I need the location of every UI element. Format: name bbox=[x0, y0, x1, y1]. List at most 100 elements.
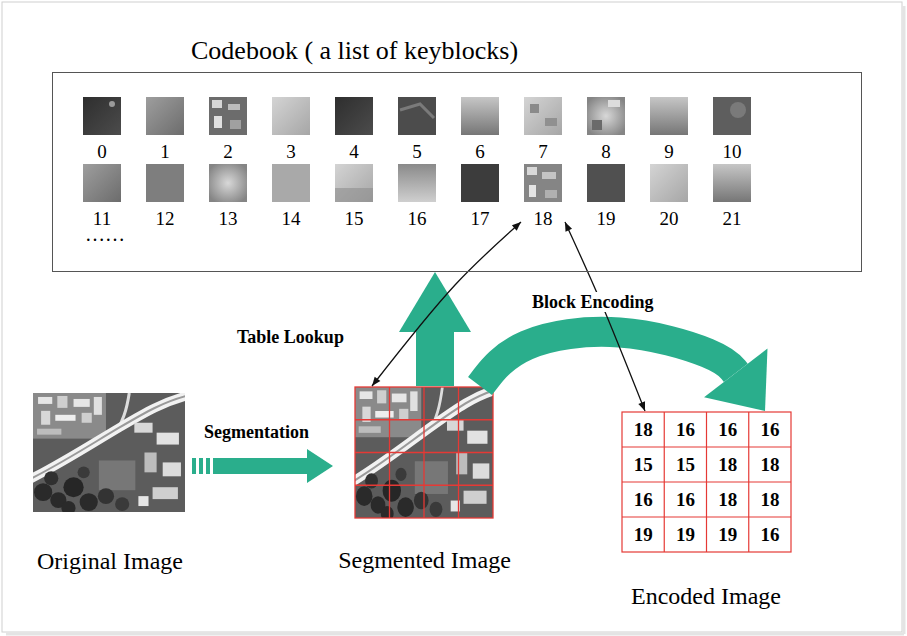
process-arrow bbox=[480, 332, 736, 386]
keyblock-number: 8 bbox=[601, 141, 611, 163]
code-cell: 15 bbox=[676, 454, 695, 475]
keyblock: 18 bbox=[521, 164, 565, 230]
keyblock-number: 9 bbox=[664, 141, 674, 163]
label-holder: 18 bbox=[760, 489, 779, 511]
code-table-grid bbox=[622, 412, 791, 552]
keyblock-number: 4 bbox=[349, 141, 359, 163]
label-holder: 18 bbox=[718, 489, 737, 511]
label-holder: 15 bbox=[676, 454, 695, 476]
label-holder: Segmentation bbox=[202, 421, 311, 443]
keyblock-number: 13 bbox=[219, 208, 238, 230]
keyblock: 10 bbox=[710, 97, 754, 163]
panel-title: Codebook ( a list of keyblocks) bbox=[191, 36, 518, 66]
code-cell: 16 bbox=[676, 489, 695, 510]
label-holder: 16 bbox=[760, 419, 779, 441]
label-holder: Table Lookup bbox=[235, 326, 346, 348]
code-cell: 18 bbox=[760, 489, 779, 510]
image-caption: Original Image bbox=[37, 547, 183, 575]
keyblock-number: 10 bbox=[723, 141, 742, 163]
keyblock: 7 bbox=[521, 97, 565, 163]
keyblock: 4 bbox=[332, 97, 376, 163]
lookup-link bbox=[565, 222, 645, 411]
arrow-label: Segmentation bbox=[202, 422, 311, 442]
keyblock-number: 15 bbox=[345, 208, 364, 230]
image-panel: Original Image bbox=[28, 392, 192, 577]
keyblock-number: 16 bbox=[408, 208, 427, 230]
keyblock: 6 bbox=[458, 97, 502, 163]
label-holder: 15 bbox=[634, 454, 653, 476]
label-holder: 18 bbox=[760, 454, 779, 476]
keyblock: 20 bbox=[647, 164, 691, 230]
image-caption: Segmented Image bbox=[338, 546, 511, 574]
keyblock-number: 18 bbox=[534, 208, 553, 230]
keyblock-number: 0 bbox=[97, 141, 107, 163]
process-arrow bbox=[192, 458, 307, 474]
keyblock: 21 bbox=[710, 164, 754, 230]
label-holder: 19 bbox=[676, 524, 695, 546]
code-cell: 18 bbox=[718, 489, 737, 510]
keyblock-number: 7 bbox=[538, 141, 548, 163]
label-holder: 18 bbox=[718, 454, 737, 476]
keyblock: 15 bbox=[332, 164, 376, 230]
keyblock-number: 11 bbox=[93, 208, 111, 230]
ellipsis: …… bbox=[85, 223, 125, 245]
code-cell: 16 bbox=[634, 489, 653, 510]
keyblock: 9 bbox=[647, 97, 691, 163]
aerial-photos bbox=[28, 387, 498, 521]
segment-grid bbox=[355, 387, 493, 518]
label-holder: 16 bbox=[760, 524, 779, 546]
keyblock: 8 bbox=[584, 97, 628, 163]
keyblock: 14 bbox=[269, 164, 313, 230]
code-cell: 19 bbox=[634, 524, 653, 545]
label-holder: Block Encoding bbox=[530, 291, 656, 313]
code-cell: 16 bbox=[760, 419, 779, 440]
keyblock-number: 19 bbox=[597, 208, 616, 230]
label-holder: 16 bbox=[676, 489, 695, 511]
code-cell: 18 bbox=[718, 454, 737, 475]
label-holder: 19 bbox=[634, 524, 653, 546]
process-arrow bbox=[416, 332, 454, 386]
arrow-label: Table Lookup bbox=[235, 327, 346, 347]
keyblock-number: 14 bbox=[282, 208, 301, 230]
label-holder: 16 bbox=[676, 419, 695, 441]
label-holder: 18 bbox=[634, 419, 653, 441]
keyblock: 16 bbox=[395, 164, 439, 230]
code-cell: 16 bbox=[718, 419, 737, 440]
code-cell: 18 bbox=[634, 419, 653, 440]
keyblock: 12 bbox=[143, 164, 187, 230]
keyblock: 2 bbox=[206, 97, 250, 163]
code-cell: 16 bbox=[760, 524, 779, 545]
keyblock: 0 bbox=[80, 97, 124, 163]
code-cell: 18 bbox=[760, 454, 779, 475]
code-cell: 19 bbox=[676, 524, 695, 545]
keyblock-number: 1 bbox=[160, 141, 170, 163]
keyblock: 5 bbox=[395, 97, 439, 163]
keyblock: 17 bbox=[458, 164, 502, 230]
keyblock: 3 bbox=[269, 97, 313, 163]
keyblock-thumbnails bbox=[83, 97, 751, 202]
keyblock: 13 bbox=[206, 164, 250, 230]
keyblock-number: 2 bbox=[223, 141, 233, 163]
code-cell: 15 bbox=[634, 454, 653, 475]
image-panel: Encoded Image bbox=[615, 411, 797, 612]
arrow-label: Block Encoding bbox=[530, 292, 656, 312]
keyblock-number: 20 bbox=[660, 208, 679, 230]
label-holder: 19 bbox=[718, 524, 737, 546]
keyblock: 11 bbox=[80, 164, 124, 230]
keyblock-number: 12 bbox=[156, 208, 175, 230]
keyblock-number: 6 bbox=[475, 141, 485, 163]
codebook-panel: Codebook ( a list of keyblocks)012345678… bbox=[52, 72, 862, 272]
code-cell: 16 bbox=[676, 419, 695, 440]
keyblock-number: 21 bbox=[723, 208, 742, 230]
label-holder: 16 bbox=[634, 489, 653, 511]
label-holder: 16 bbox=[718, 419, 737, 441]
keyblock: 1 bbox=[143, 97, 187, 163]
lookup-link bbox=[372, 222, 521, 386]
keyblock: 19 bbox=[584, 164, 628, 230]
keyblock-number: 5 bbox=[412, 141, 422, 163]
image-caption: Encoded Image bbox=[631, 582, 781, 610]
keyblock-number: 3 bbox=[286, 141, 296, 163]
